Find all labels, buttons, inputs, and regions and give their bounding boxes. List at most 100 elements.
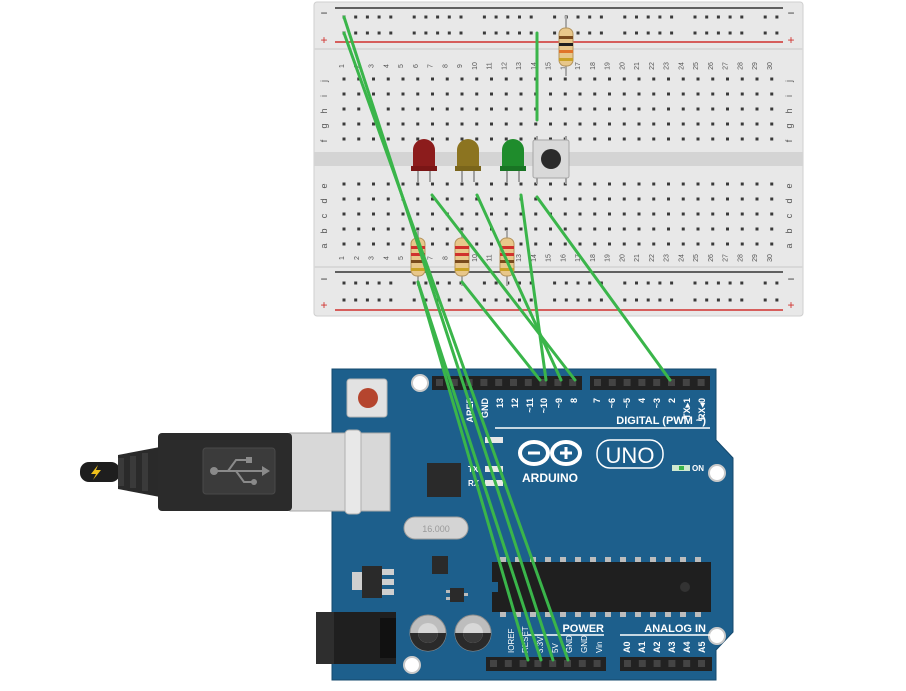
breadboard-hole[interactable] — [637, 122, 641, 126]
breadboard-hole[interactable] — [342, 242, 346, 246]
breadboard-hole[interactable] — [475, 182, 479, 186]
breadboard-hole[interactable] — [711, 122, 715, 126]
rail-hole[interactable] — [447, 31, 451, 35]
breadboard-hole[interactable] — [475, 92, 479, 96]
rail-hole[interactable] — [412, 298, 416, 302]
breadboard-hole[interactable] — [519, 122, 523, 126]
rail-hole[interactable] — [658, 281, 662, 285]
breadboard-hole[interactable] — [637, 242, 641, 246]
breadboard-hole[interactable] — [667, 242, 670, 246]
breadboard-hole[interactable] — [416, 197, 420, 201]
breadboard-hole[interactable] — [549, 197, 552, 201]
rail-hole[interactable] — [365, 298, 369, 302]
breadboard-hole[interactable] — [549, 92, 552, 96]
breadboard-hole[interactable] — [357, 77, 361, 81]
rail-hole[interactable] — [389, 281, 393, 285]
rail-hole[interactable] — [599, 31, 603, 35]
rail-hole[interactable] — [623, 281, 627, 285]
rail-hole[interactable] — [389, 298, 393, 302]
rail-hole[interactable] — [623, 298, 627, 302]
breadboard-hole[interactable] — [504, 212, 508, 216]
breadboard-hole[interactable] — [372, 212, 375, 216]
breadboard-hole[interactable] — [342, 107, 346, 111]
rail-hole[interactable] — [553, 15, 557, 19]
rail-hole[interactable] — [705, 281, 709, 285]
breadboard-hole[interactable] — [667, 197, 670, 201]
breadboard-hole[interactable] — [445, 77, 449, 81]
breadboard-hole[interactable] — [681, 197, 685, 201]
breadboard-hole[interactable] — [372, 242, 375, 246]
breadboard-hole[interactable] — [681, 107, 685, 111]
digital-socket[interactable] — [638, 379, 646, 386]
rail-hole[interactable] — [412, 31, 416, 35]
breadboard-hole[interactable] — [637, 227, 641, 231]
breadboard-hole[interactable] — [608, 212, 611, 216]
rail-hole[interactable] — [635, 15, 638, 19]
rail-hole[interactable] — [506, 31, 510, 35]
rail-hole[interactable] — [377, 31, 381, 35]
breadboard-hole[interactable] — [460, 197, 464, 201]
breadboard-hole[interactable] — [622, 107, 626, 111]
pushbutton[interactable] — [532, 136, 570, 184]
analog-socket[interactable] — [683, 660, 691, 667]
breadboard-hole[interactable] — [342, 182, 346, 186]
rail-hole[interactable] — [693, 298, 697, 302]
breadboard-hole[interactable] — [372, 197, 375, 201]
breadboard-hole[interactable] — [726, 122, 729, 126]
rail-hole[interactable] — [658, 15, 662, 19]
breadboard-hole[interactable] — [578, 77, 582, 81]
rail-hole[interactable] — [389, 15, 393, 19]
rail-hole[interactable] — [693, 15, 697, 19]
breadboard-hole[interactable] — [770, 197, 774, 201]
breadboard-hole[interactable] — [681, 182, 685, 186]
rail-hole[interactable] — [599, 15, 603, 19]
power-socket[interactable] — [534, 660, 542, 667]
rail-hole[interactable] — [705, 31, 709, 35]
digital-socket[interactable] — [653, 379, 661, 386]
breadboard-hole[interactable] — [490, 107, 493, 111]
breadboard-hole[interactable] — [416, 182, 420, 186]
power-socket[interactable] — [578, 660, 586, 667]
breadboard-hole[interactable] — [652, 242, 656, 246]
breadboard-hole[interactable] — [475, 227, 479, 231]
wire-yellow-led-to-pin-9[interactable] — [475, 193, 563, 382]
breadboard-hole[interactable] — [667, 77, 670, 81]
breadboard-hole[interactable] — [445, 137, 449, 141]
rail-hole[interactable] — [529, 15, 533, 19]
breadboard-hole[interactable] — [667, 182, 670, 186]
breadboard-hole[interactable] — [711, 242, 715, 246]
breadboard-hole[interactable] — [652, 137, 656, 141]
green-led[interactable] — [500, 139, 526, 182]
breadboard-hole[interactable] — [578, 182, 582, 186]
rail-hole[interactable] — [436, 281, 440, 285]
breadboard-hole[interactable] — [622, 137, 626, 141]
breadboard-hole[interactable] — [726, 242, 729, 246]
breadboard-hole[interactable] — [740, 242, 744, 246]
breadboard-hole[interactable] — [652, 107, 656, 111]
rail-hole[interactable] — [412, 15, 416, 19]
rail-hole[interactable] — [576, 298, 580, 302]
breadboard-hole[interactable] — [622, 242, 626, 246]
breadboard-hole[interactable] — [726, 137, 729, 141]
breadboard-hole[interactable] — [652, 92, 656, 96]
breadboard-hole[interactable] — [755, 242, 759, 246]
breadboard-hole[interactable] — [431, 77, 434, 81]
breadboard-hole[interactable] — [593, 77, 597, 81]
breadboard-hole[interactable] — [696, 212, 700, 216]
breadboard-hole[interactable] — [563, 212, 567, 216]
arduino-uno-board[interactable]: AREF GND 13 12 ~11 ~10 ~9 8 7 ~6 ~5 4 ~3… — [80, 368, 734, 681]
rail-hole[interactable] — [705, 15, 709, 19]
breadboard-hole[interactable] — [504, 122, 508, 126]
breadboard-hole[interactable] — [593, 122, 597, 126]
rail-hole[interactable] — [716, 31, 720, 35]
breadboard-hole[interactable] — [445, 182, 449, 186]
rail-hole[interactable] — [599, 281, 603, 285]
breadboard-hole[interactable] — [726, 107, 729, 111]
breadboard-hole[interactable] — [386, 107, 390, 111]
rail-hole[interactable] — [763, 298, 767, 302]
breadboard-hole[interactable] — [445, 107, 449, 111]
rail-hole[interactable] — [740, 281, 744, 285]
breadboard-hole[interactable] — [622, 77, 626, 81]
analog-socket[interactable] — [653, 660, 661, 667]
resistor-yellow-led[interactable] — [454, 230, 470, 286]
